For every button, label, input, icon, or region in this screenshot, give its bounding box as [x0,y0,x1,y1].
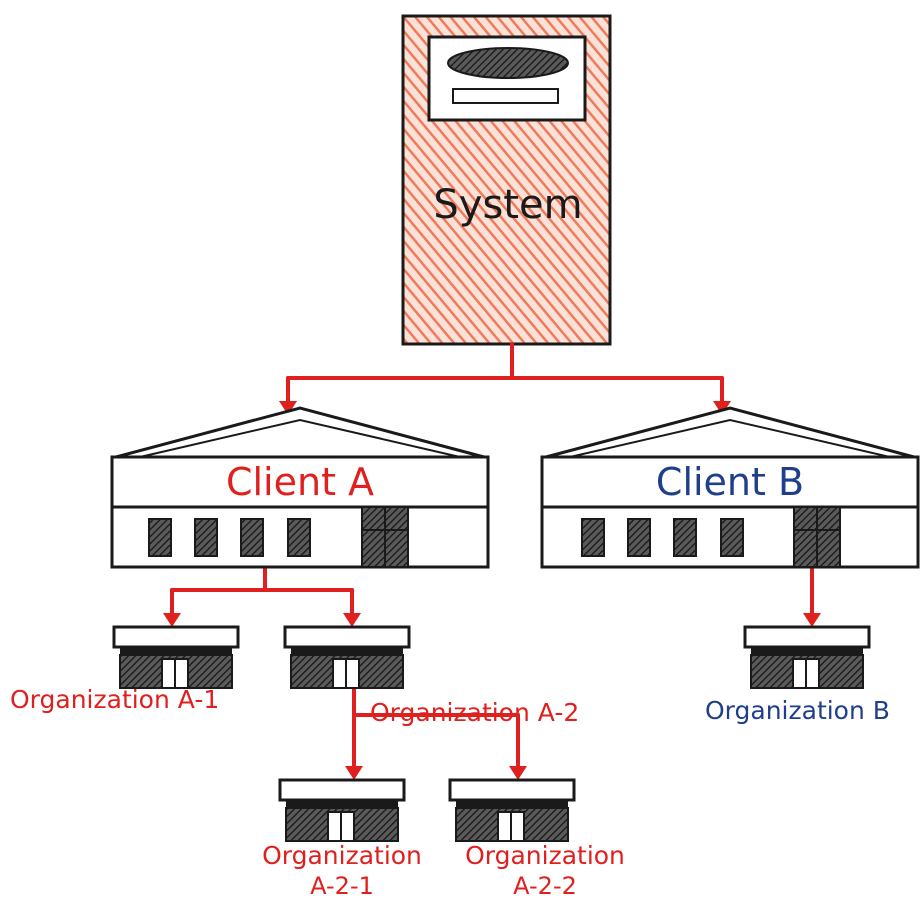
client-a-building-icon [110,406,490,569]
org-a-1-label: Organization A-1 [10,685,220,714]
org-a-1-store-icon [112,625,240,689]
client-b-label: Client B [655,460,805,504]
org-a-2-1-label-line2: A-2-1 [310,872,374,900]
org-a-2-2-label-line1: Organization [465,841,625,870]
system-server-icon [401,14,612,346]
arrowheads [163,401,821,780]
org-a-2-2-label-line2: A-2-2 [513,872,577,900]
org-b-store-icon [743,625,871,689]
org-a-2-store-icon [283,625,411,689]
org-b-label: Organization B [705,696,890,725]
system-label: System [433,182,583,228]
org-a-2-1-label-line1: Organization [262,841,422,870]
client-b-building-icon [540,406,920,569]
org-a-2-2-store-icon [448,778,576,842]
org-a-2-1-store-icon [278,778,406,842]
connectors [170,342,814,772]
client-a-label: Client A [225,460,375,504]
org-a-2-label: Organization A-2 [370,698,580,727]
